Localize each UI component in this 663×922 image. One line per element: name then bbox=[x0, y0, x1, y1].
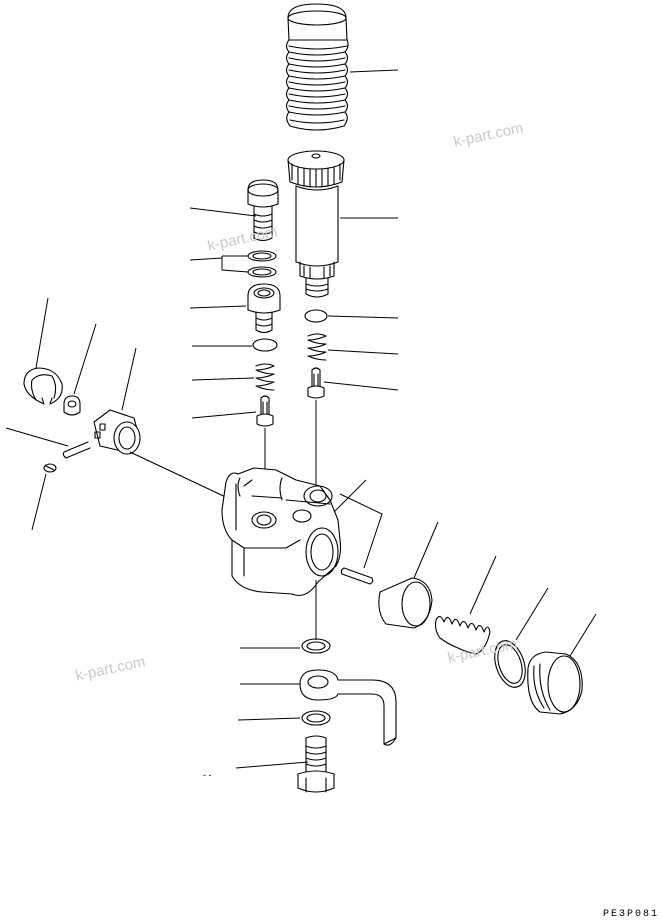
sleeve-part bbox=[378, 577, 433, 629]
pin-part bbox=[62, 441, 91, 459]
dash-mark: - - bbox=[203, 770, 212, 780]
leader-large-o-ring bbox=[515, 587, 549, 641]
leader-spring-left bbox=[191, 377, 255, 381]
plug-bolt-part bbox=[247, 179, 279, 242]
leader-lever-housing bbox=[121, 347, 137, 411]
leader-lever-housing-to-body bbox=[129, 451, 233, 501]
leader-bellows bbox=[349, 69, 399, 73]
leader-small-screw bbox=[31, 473, 47, 531]
body-pin-part bbox=[340, 567, 374, 585]
leader-o-ring-right bbox=[327, 315, 399, 319]
end-plug-part bbox=[527, 651, 583, 715]
large-o-ring-part bbox=[494, 640, 526, 688]
leader-spring-horizontal bbox=[469, 555, 497, 615]
leader-sleeve bbox=[413, 521, 439, 579]
banjo-bolt-part bbox=[297, 735, 335, 793]
leader-body-pin bbox=[333, 479, 367, 513]
check-valve-right-part bbox=[307, 367, 325, 399]
gasket-bottom-part bbox=[301, 710, 331, 726]
pump-body-part bbox=[221, 467, 342, 597]
leader-end-plug bbox=[569, 613, 597, 657]
valve-nipple-part bbox=[247, 283, 281, 334]
leader-spring-right bbox=[327, 349, 399, 355]
bellows-boot-part bbox=[285, 3, 349, 131]
spring-right-part bbox=[307, 333, 327, 361]
leader-body-pin-bracket bbox=[339, 493, 383, 569]
gasket-washers-part bbox=[247, 250, 277, 278]
drawing-code: PE3P081 bbox=[602, 909, 659, 920]
lever-housing-part bbox=[93, 409, 141, 455]
leader-banjo-bolt bbox=[235, 761, 309, 769]
spring-horizontal-part bbox=[434, 615, 491, 655]
leader-nipple bbox=[189, 305, 247, 309]
small-nut-part bbox=[63, 395, 81, 416]
leader-check-valve-left bbox=[191, 411, 257, 419]
snap-ring-part bbox=[23, 367, 63, 405]
leader-plug-bolt bbox=[189, 207, 257, 217]
banjo-pipe-part bbox=[299, 669, 397, 746]
leader-snap-ring bbox=[35, 297, 49, 369]
leader-washers bbox=[189, 255, 249, 273]
leader-check-valve-right bbox=[323, 381, 399, 391]
leader-nut bbox=[73, 323, 97, 395]
leader-gasket-bottom bbox=[237, 717, 301, 721]
o-ring-right-part bbox=[304, 309, 328, 323]
leader-pin bbox=[5, 427, 69, 447]
check-valve-left-part bbox=[256, 395, 274, 427]
gasket-lower-part bbox=[301, 638, 331, 654]
small-screw-part bbox=[43, 463, 57, 473]
spring-left-part bbox=[255, 363, 275, 391]
priming-pump-plunger-part bbox=[287, 150, 345, 298]
o-ring-left-part bbox=[252, 338, 278, 352]
